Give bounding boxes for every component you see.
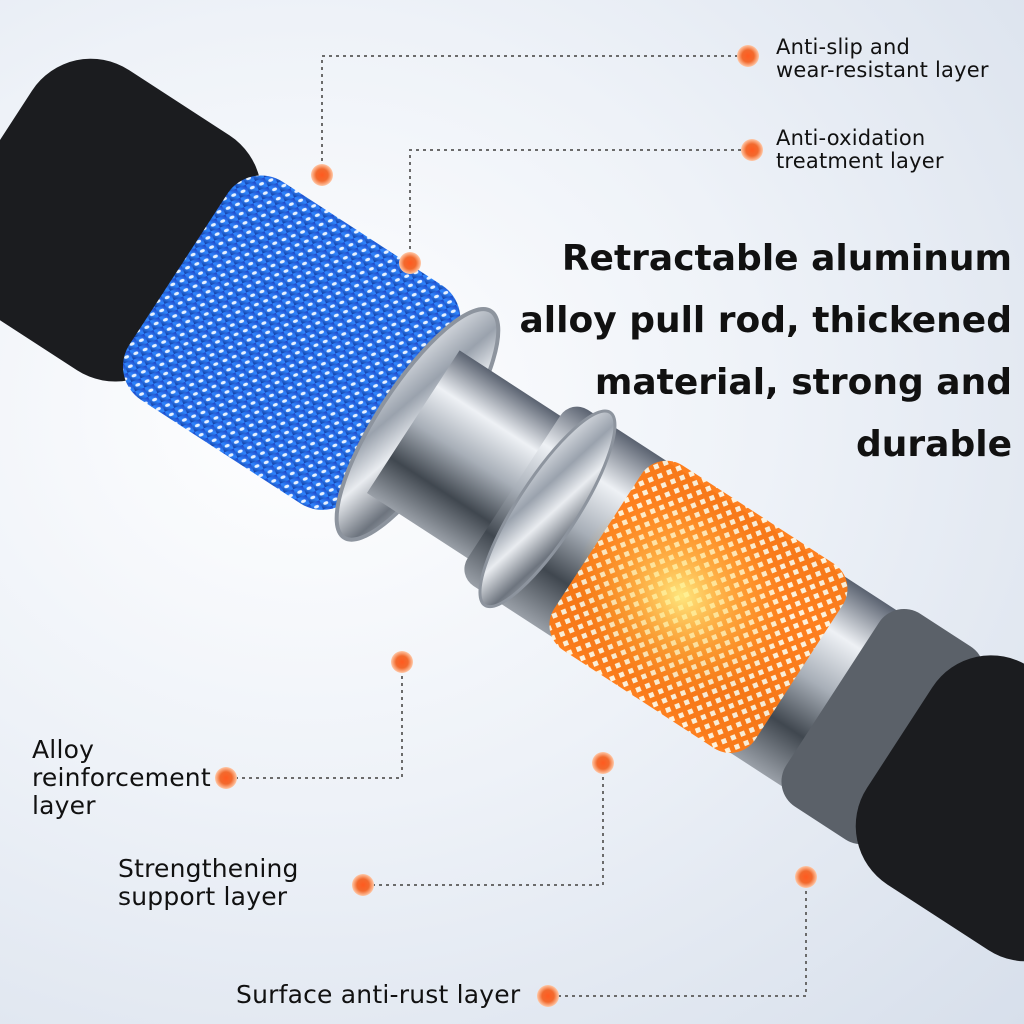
callout-anti-slip: Anti-slip and wear-resistant layer: [776, 36, 989, 82]
marker-dot: [352, 874, 374, 896]
marker-dot: [795, 866, 817, 888]
collar-ring-2: [478, 409, 617, 609]
marker-dot: [399, 252, 421, 274]
grip-lower: [855, 655, 1024, 962]
callout-line: Alloy: [32, 735, 95, 764]
marker-dot: [592, 752, 614, 774]
marker-dot: [737, 45, 759, 67]
callout-anti-oxidation: Anti-oxidation treatment layer: [776, 127, 944, 173]
rod-assembly: [0, 58, 1024, 962]
callout-line: Anti-oxidation: [776, 126, 926, 150]
leader-strengthening: [363, 763, 604, 886]
callout-line: layer: [32, 791, 96, 820]
headline-line: material, strong and: [594, 362, 1012, 403]
callout-line: Strengthening: [118, 854, 299, 883]
headline: Retractable aluminum alloy pull rod, thi…: [492, 228, 1012, 476]
callout-alloy-reinforcement: Alloy reinforcement layer: [32, 736, 211, 820]
end-collar: [781, 609, 985, 845]
leader-alloy: [226, 662, 403, 779]
headline-line: durable: [856, 424, 1012, 465]
leader-anti-slip: [321, 55, 748, 175]
markers: [215, 45, 817, 1007]
callout-line: Surface anti-rust layer: [236, 980, 521, 1009]
callout-line: Anti-slip and: [776, 35, 911, 59]
headline-line: Retractable aluminum: [561, 238, 1012, 279]
callout-line: wear-resistant layer: [776, 58, 989, 82]
leader-surface: [548, 877, 807, 997]
callout-line: treatment layer: [776, 149, 944, 173]
marker-dot: [215, 767, 237, 789]
mesh-glow: [575, 496, 788, 696]
marker-dot: [391, 651, 413, 673]
callout-surface-anti-rust: Surface anti-rust layer: [236, 981, 520, 1009]
headline-line: alloy pull rod, thickened: [519, 300, 1012, 341]
leader-anti-oxidation: [409, 149, 752, 263]
leader-lines: [226, 55, 807, 997]
marker-dot: [311, 164, 333, 186]
marker-dot: [537, 985, 559, 1007]
marker-dot: [741, 139, 763, 161]
callout-line: reinforcement: [32, 763, 211, 792]
callout-strengthening: Strengthening support layer: [118, 855, 299, 911]
callout-line: support layer: [118, 882, 288, 911]
